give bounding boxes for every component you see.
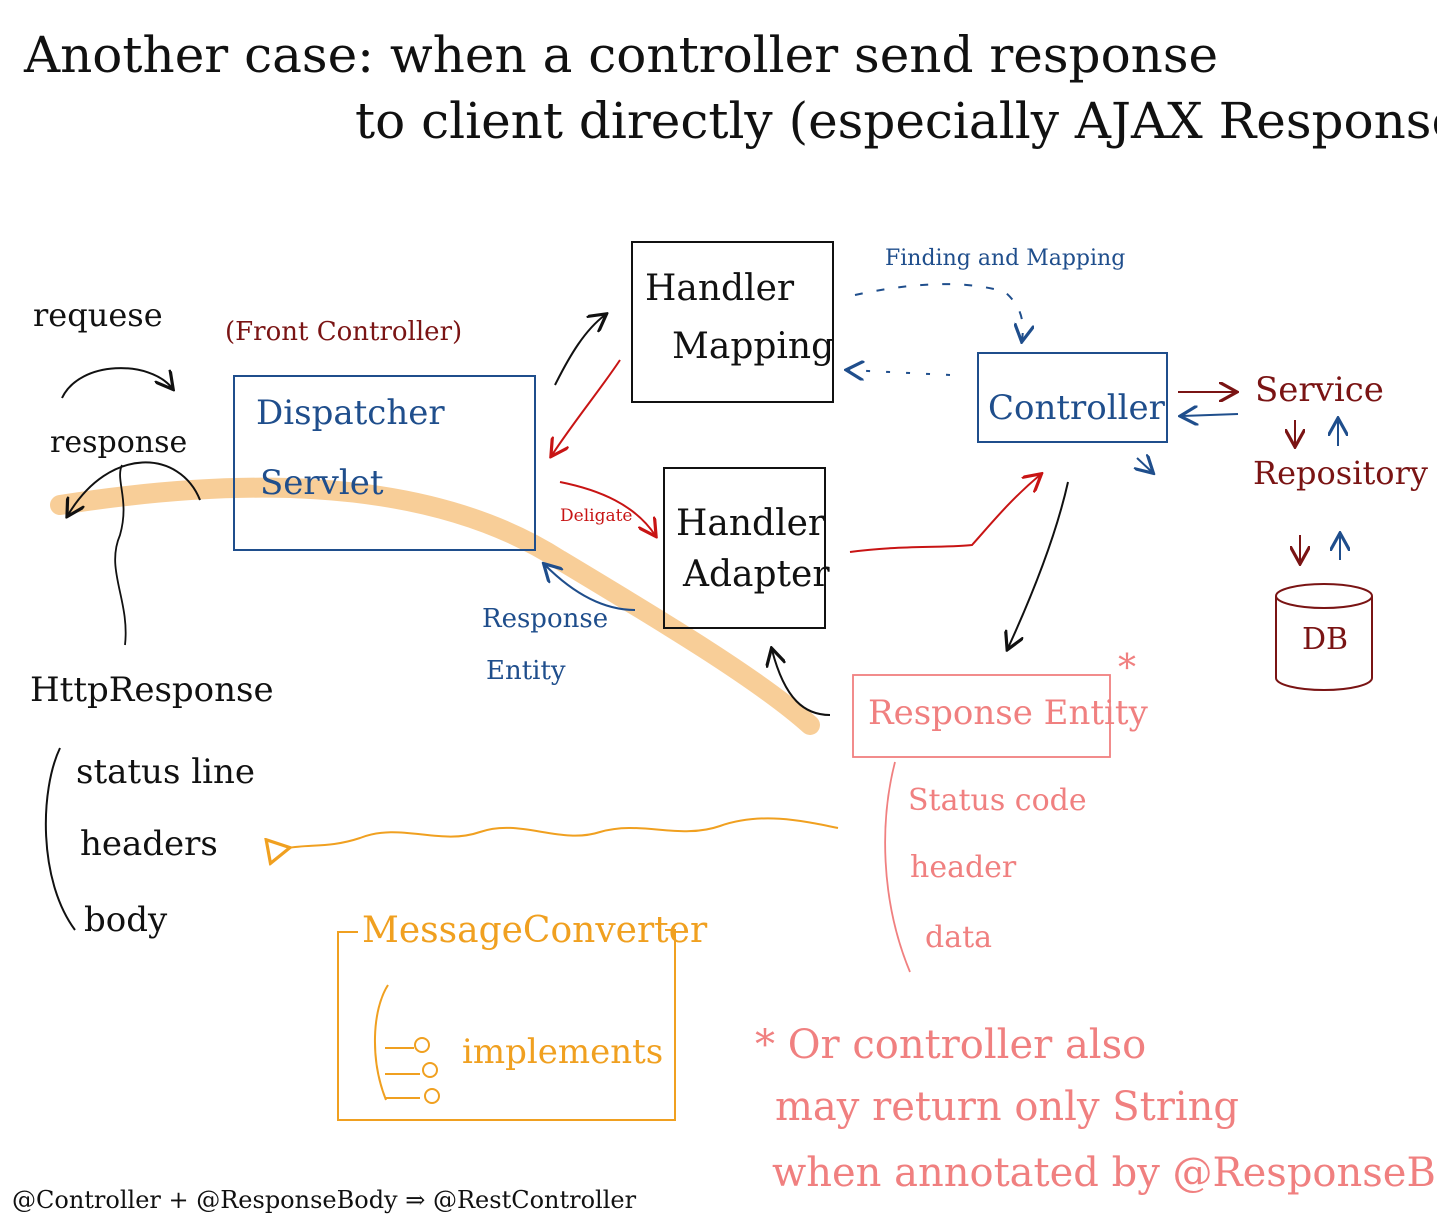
adapter-to-dispatcher-arrow: [545, 565, 636, 611]
handler-adapter-box: [663, 467, 826, 629]
response-entity-box: [852, 674, 1111, 758]
body-label: body: [84, 900, 168, 940]
mapping-to-dispatcher-arrow: [552, 359, 621, 455]
status-code-label: Status code: [908, 783, 1087, 818]
finding-mapping-dashed-arrow: [854, 283, 1023, 340]
front-controller-label: (Front Controller): [225, 317, 463, 347]
response-arrow: [68, 461, 201, 515]
http-response-label: HttpResponse: [30, 670, 274, 710]
dispatcher-to-mapping-arrow: [554, 315, 605, 386]
request-label: requese: [33, 296, 163, 334]
handler-mapping-box: [631, 241, 834, 403]
service-label: Service: [1255, 370, 1384, 410]
dispatcher-servlet-box: [233, 375, 536, 551]
title-line-2: to client directly (especially AJAX Resp…: [355, 92, 1437, 150]
handler-adapter-label-2: Adapter: [683, 554, 830, 595]
request-arrow: [61, 367, 172, 399]
response-entity-bracket: [884, 761, 911, 973]
message-converter-label: MessageConverter: [362, 910, 708, 951]
dispatcher-label-1: Dispatcher: [256, 393, 445, 433]
dispatcher-label-2: Servlet: [260, 463, 384, 503]
response-highlight-path: [50, 477, 820, 735]
note-line-3: when annotated by @ResponseBody: [772, 1150, 1437, 1196]
controller-to-mapping-dotted-arrow: [848, 370, 951, 375]
httpresponse-bracket: [44, 747, 76, 931]
response-label: response: [50, 425, 188, 460]
response-entity-small-1: Response: [482, 604, 609, 634]
status-line-label: status line: [76, 752, 255, 792]
handler-mapping-label-1: Handler: [645, 268, 795, 309]
controller-small-arrow: [1137, 458, 1152, 472]
db-cylinder: [1275, 583, 1373, 691]
httpresponse-connector: [114, 464, 127, 646]
delegate-arrow: [559, 481, 655, 535]
message-converter-box: [337, 929, 676, 1121]
implements-label: implements: [462, 1032, 664, 1072]
implements-lollipops: [385, 1037, 440, 1104]
header-label: header: [910, 850, 1017, 885]
converter-wavy-arrow: [288, 817, 839, 848]
note-line-2: may return only String: [775, 1084, 1240, 1130]
response-entity-small-2: Entity: [486, 656, 566, 686]
response-entity-label: Response Entity: [868, 693, 1148, 733]
entity-to-adapter-arrow: [772, 650, 831, 716]
implements-bracket: [374, 984, 389, 1101]
repository-label: Repository: [1253, 454, 1428, 492]
db-label: DB: [1302, 622, 1349, 657]
title-line-1: Another case: when a controller send res…: [24, 26, 1219, 84]
handler-mapping-label-2: Mapping: [672, 326, 835, 367]
adapter-to-controller-arrow: [849, 475, 1040, 553]
controller-to-entity-arrow: [1008, 481, 1069, 648]
note-line-1: * Or controller also: [755, 1022, 1147, 1068]
data-label: data: [925, 920, 993, 955]
service-to-controller-arrow: [1182, 414, 1239, 416]
controller-label: Controller: [988, 388, 1165, 428]
handler-adapter-label-1: Handler: [676, 503, 826, 544]
asterisk-label: *: [1118, 648, 1136, 689]
footer-equation: @Controller + @ResponseBody ⇒ @RestContr…: [12, 1186, 637, 1214]
controller-box: [977, 352, 1168, 443]
finding-mapping-label: Finding and Mapping: [885, 246, 1126, 271]
delegate-label: Deligate: [560, 506, 633, 526]
headers-label: headers: [80, 824, 218, 864]
